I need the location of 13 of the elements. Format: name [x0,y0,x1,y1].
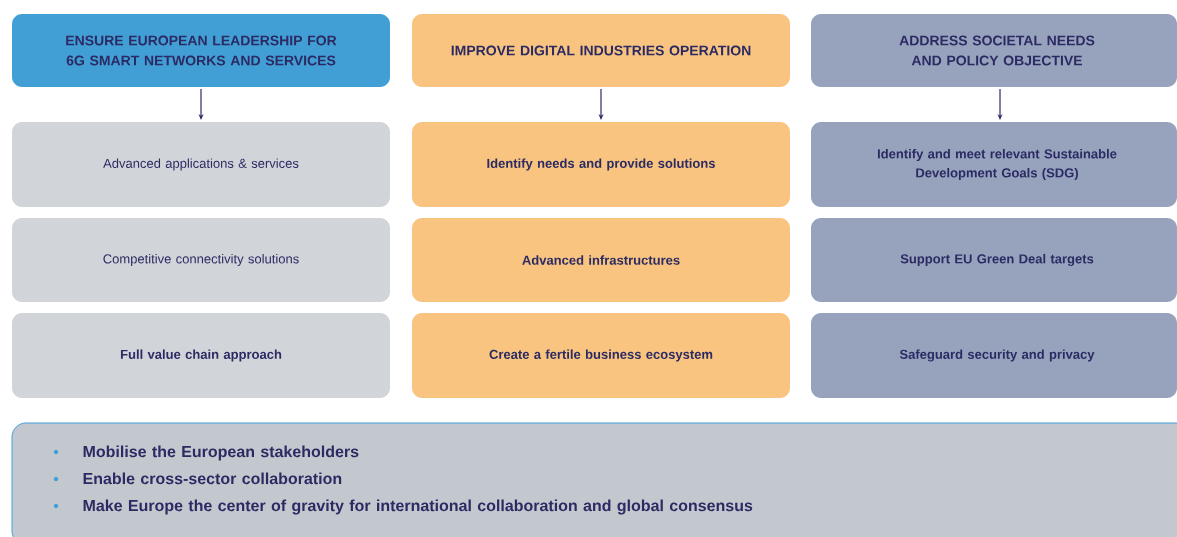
item-box: Create a fertile business ecosystem [412,313,790,398]
item-box: Full value chain approach [12,313,390,398]
goals-panel: Mobilise the European stakeholders Enable cross-sector collaboration Make Europe the center of gravity for international collaboration and global consensus [11,422,1177,537]
heading-box: ENSURE EUROPEAN LEADERSHIP FOR 6G SMART NETWORKS AND SERVICES [12,14,390,87]
heading-box: IMPROVE DIGITAL INDUSTRIES OPERATION [412,14,790,87]
item-box: Safeguard security and privacy [811,313,1177,398]
item-box: Identify and meet relevant Sustainable Development Goals (SDG) [811,122,1177,207]
item-box: Competitive connectivity solutions [12,218,390,302]
item-box: Identify needs and provide solutions [412,122,790,207]
item-box: Advanced infrastructures [412,218,790,302]
heading-box: ADDRESS SOCIETAL NEEDS AND POLICY OBJECTIVE [811,14,1177,87]
item-box: Advanced applications & services [12,122,390,207]
item-box: Support EU Green Deal targets [811,218,1177,302]
